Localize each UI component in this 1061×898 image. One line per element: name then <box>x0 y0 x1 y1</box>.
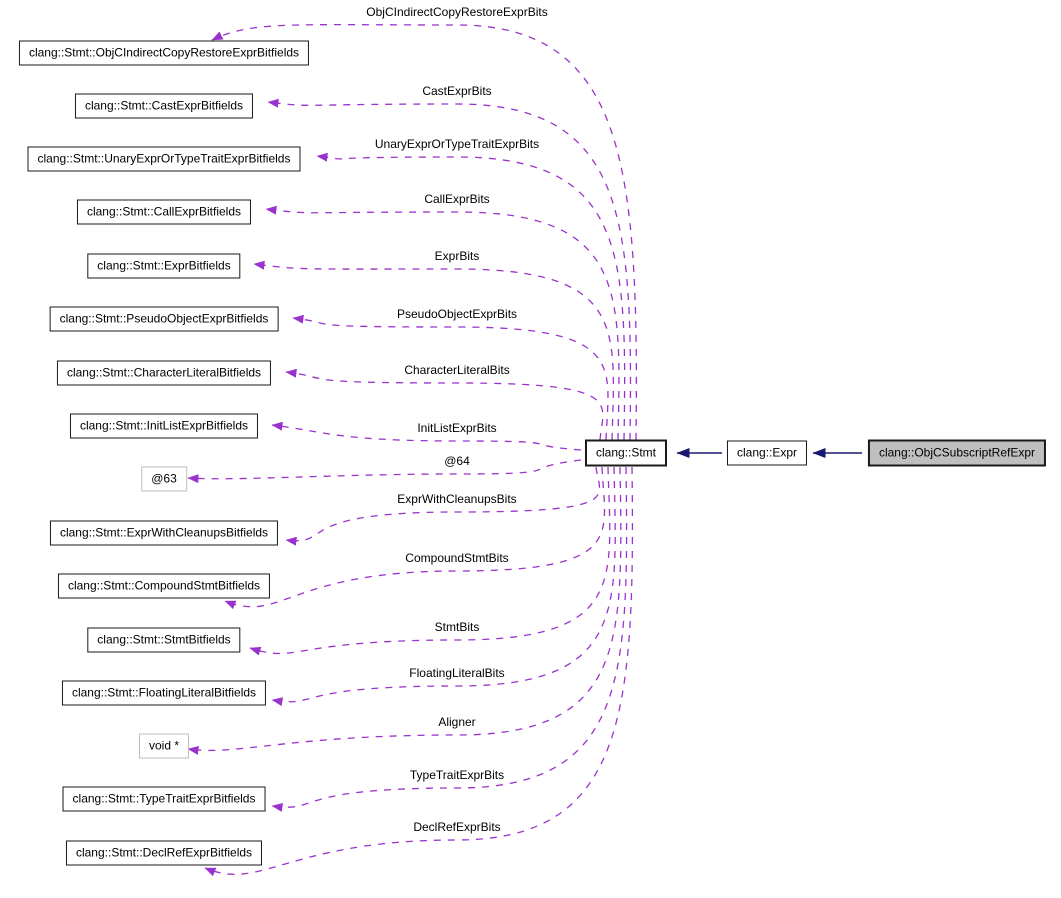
node-void: void * <box>138 733 190 759</box>
edge-label-pseudoobjectexprbits: PseudoObjectExprBits <box>394 307 520 321</box>
edge-label-castexprbits: CastExprBits <box>420 84 494 98</box>
usage-edge-declrefexprbits <box>204 466 634 877</box>
usage-edge-unaryexprortypetraitexprbits <box>316 152 626 441</box>
edge-label-exprbits: ExprBits <box>432 249 482 263</box>
edge-label-declrefexprbits: DeclRefExprBits <box>411 820 503 834</box>
usage-edge-stmtbits <box>249 466 611 656</box>
node-clang-stmt-declrefexprbitfields[interactable]: clang::Stmt::DeclRefExprBitfields <box>65 840 263 866</box>
edge-label-compoundstmtbits: CompoundStmtBits <box>403 551 511 565</box>
node-clang-stmt-exprbitfields[interactable]: clang::Stmt::ExprBitfields <box>87 253 241 279</box>
node-clang-stmt-unaryexprortypetraitexprbitfields[interactable]: clang::Stmt::UnaryExprOrTypeTraitExprBit… <box>27 146 301 172</box>
node-clang-stmt-stmtbitfields[interactable]: clang::Stmt::StmtBitfields <box>87 627 241 653</box>
edge-label-characterliteralbits: CharacterLiteralBits <box>402 363 512 377</box>
edge-label-exprwithcleanupsbits: ExprWithCleanupsBits <box>395 492 519 506</box>
usage-edge-floatingliteralbits <box>271 466 616 707</box>
usage-edge-pseudoobjectexprbits <box>292 314 609 441</box>
usage-edge-callexprbits <box>265 205 620 441</box>
usage-edge-compoundstmtbits <box>224 466 606 610</box>
node-clang-stmt-characterliteralbitfields[interactable]: clang::Stmt::CharacterLiteralBitfields <box>56 360 272 386</box>
edge-label-callexprbits: CallExprBits <box>422 192 492 206</box>
usage-edge-64 <box>187 459 582 484</box>
node-clang-stmt-initlistexprbitfields[interactable]: clang::Stmt::InitListExprBitfields <box>69 413 259 439</box>
node-63: @63 <box>141 466 187 492</box>
usage-edge-typetraitexprbits <box>271 466 628 812</box>
usage-edge-exprwithcleanupsbits <box>285 466 601 546</box>
edge-label-aligner: Aligner <box>436 715 478 729</box>
node-clang-stmt-castexprbitfields[interactable]: clang::Stmt::CastExprBitfields <box>74 93 254 119</box>
node-clang-objcsubscriptrefexpr: clang::ObjCSubscriptRefExpr <box>867 439 1047 467</box>
edge-label-floatingliteralbits: FloatingLiteralBits <box>407 666 507 680</box>
edge-label-initlistexprbits: InitListExprBits <box>415 421 499 435</box>
usage-edge-exprbits <box>253 260 614 441</box>
node-clang-stmt-exprwithcleanupsbitfields[interactable]: clang::Stmt::ExprWithCleanupsBitfields <box>49 520 279 546</box>
node-clang-stmt-objcindirectcopyrestoreexprbitfields[interactable]: clang::Stmt::ObjCIndirectCopyRestoreExpr… <box>18 40 310 66</box>
node-clang-expr[interactable]: clang::Expr <box>726 440 808 466</box>
node-clang-stmt[interactable]: clang::Stmt <box>584 439 668 467</box>
node-clang-stmt-floatingliteralbitfields[interactable]: clang::Stmt::FloatingLiteralBitfields <box>61 680 267 706</box>
edge-label-stmtbits: StmtBits <box>432 620 482 634</box>
usage-edge-aligner <box>187 466 622 755</box>
node-clang-stmt-pseudoobjectexprbitfields[interactable]: clang::Stmt::PseudoObjectExprBitfields <box>49 306 279 332</box>
edge-label-objcindirectcopyrestoreexprbits: ObjCIndirectCopyRestoreExprBits <box>364 5 550 19</box>
usage-edge-initlistexprbits <box>271 421 582 451</box>
usage-edge-castexprbits <box>267 98 632 441</box>
edge-label-typetraitexprbits: TypeTraitExprBits <box>407 768 507 782</box>
node-clang-stmt-callexprbitfields[interactable]: clang::Stmt::CallExprBitfields <box>76 199 252 225</box>
edge-label-64: @64 <box>442 454 472 468</box>
node-clang-stmt-compoundstmtbitfields[interactable]: clang::Stmt::CompoundStmtBitfields <box>57 573 271 599</box>
usage-edge-characterliteralbits <box>285 368 604 441</box>
edge-label-unaryexprortypetraitexprbits: UnaryExprOrTypeTraitExprBits <box>372 137 542 151</box>
node-clang-stmt-typetraitexprbitfields[interactable]: clang::Stmt::TypeTraitExprBitfields <box>62 786 266 812</box>
usage-edge-objcindirectcopyrestoreexprbits <box>211 24 638 441</box>
